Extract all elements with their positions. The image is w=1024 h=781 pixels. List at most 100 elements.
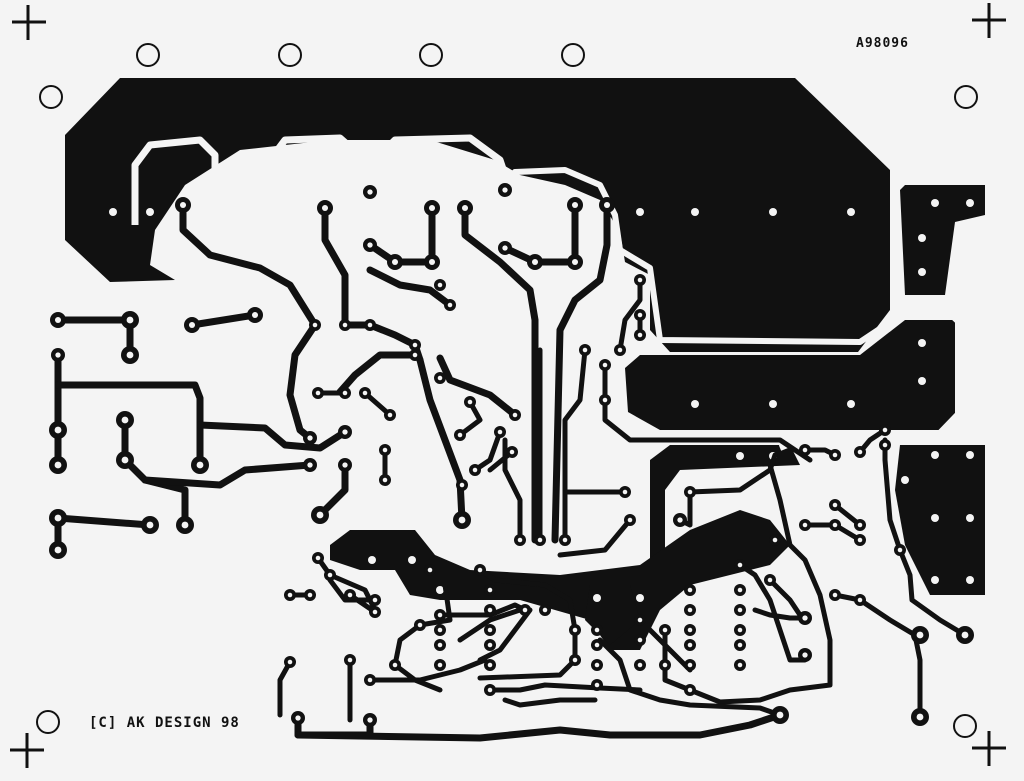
pad-drill-hole: [512, 412, 518, 418]
pad-drill-hole: [55, 352, 61, 358]
pad-drill-hole: [121, 416, 129, 424]
pad-drill-hole: [188, 321, 196, 329]
pad-drill-hole: [251, 311, 259, 319]
pad-drill-hole: [312, 322, 318, 328]
registration-mark-bottom-right: [972, 731, 1006, 766]
pad-drill-hole: [594, 682, 600, 688]
pad-drill-hole: [737, 587, 743, 593]
pad-drill-hole: [458, 516, 466, 524]
pad-drill-hole: [637, 277, 643, 283]
pad-drill-hole: [367, 322, 373, 328]
pad-drill-hole: [54, 426, 62, 434]
pad-drill-hole: [537, 537, 543, 543]
pad-drill-hole: [54, 514, 62, 522]
pad-drill-hole: [677, 517, 683, 523]
pad-drill-hole: [196, 461, 204, 469]
pad-drill-hole: [509, 449, 515, 455]
pad-drill-hole: [367, 677, 373, 683]
pad-drill-hole: [427, 567, 433, 573]
pad-drill-hole: [857, 537, 863, 543]
pad-drill-hole: [437, 375, 443, 381]
pad-drill-hole: [502, 245, 508, 251]
pad-drill-hole: [367, 189, 373, 195]
pad-drill-hole: [502, 187, 508, 193]
pad-drill-hole: [461, 204, 469, 212]
pad-drill-hole: [802, 615, 808, 621]
pad-drill-hole: [622, 489, 628, 495]
pad-drill-hole: [181, 521, 189, 529]
pad-drill-hole: [54, 461, 62, 469]
pad-drill-hole: [342, 462, 348, 468]
pad-drill-hole: [391, 258, 399, 266]
copper-planes: [65, 78, 985, 650]
pad-drill-hole: [327, 572, 333, 578]
pad-drill-hole: [857, 597, 863, 603]
pad-drill-hole: [179, 201, 187, 209]
pad-drill-hole: [428, 204, 436, 212]
pad-drill-hole: [737, 607, 743, 613]
pad-drill-hole: [382, 447, 388, 453]
pad-drill-hole: [627, 517, 633, 523]
pad-drill-hole: [342, 429, 348, 435]
pad-drill-hole: [347, 592, 353, 598]
pad-drill-hole: [54, 546, 62, 554]
pad-drill-hole: [832, 592, 838, 598]
pad-drill-hole: [522, 607, 528, 613]
pad-drill-hole: [367, 242, 373, 248]
main-copper-plane: [65, 78, 890, 352]
pad-drill-hole: [542, 607, 548, 613]
pad-drill-hole: [637, 332, 643, 338]
pad-drill-hole: [603, 201, 611, 209]
pad-drill-hole: [487, 662, 493, 668]
pad-drill-hole: [412, 342, 418, 348]
pad-drill-hole: [572, 627, 578, 633]
pad-drill-hole: [487, 607, 493, 613]
pad-drill-hole: [382, 477, 388, 483]
pad-drill-hole: [767, 577, 773, 583]
pad-drill-hole: [737, 662, 743, 668]
pad-drill-hole: [121, 456, 129, 464]
pad-drill-hole: [467, 399, 473, 405]
pad-drill-hole: [637, 312, 643, 318]
pad-drill-hole: [562, 537, 568, 543]
pad-drill-hole: [307, 435, 313, 441]
pad-drill-hole: [126, 316, 134, 324]
pad-drill-hole: [662, 662, 668, 668]
pad-drill-hole: [882, 427, 888, 433]
pad-drill-hole: [617, 347, 623, 353]
pad-drill-hole: [459, 482, 465, 488]
pad-drill-hole: [637, 662, 643, 668]
pad-drill-hole: [316, 511, 324, 519]
pad-drill-hole: [531, 258, 539, 266]
copyright-label: [C] AK DESIGN 98: [89, 715, 240, 731]
pad-drill-hole: [487, 627, 493, 633]
pad-drill-hole: [802, 447, 808, 453]
pad-drill-hole: [832, 522, 838, 528]
pad-drill-hole: [857, 522, 863, 528]
pad-drill-hole: [776, 711, 784, 719]
pad-drill-hole: [737, 562, 743, 568]
pad-drill-hole: [687, 642, 693, 648]
pad-drill-hole: [372, 609, 378, 615]
pad-drill-hole: [472, 467, 478, 473]
pad-drill-hole: [687, 607, 693, 613]
pad-drill-hole: [571, 201, 579, 209]
pad-drill-hole: [571, 258, 579, 266]
pad-drill-hole: [637, 637, 643, 643]
pad-drill-hole: [602, 397, 608, 403]
pad-drill-hole: [594, 642, 600, 648]
pad-drill-hole: [342, 390, 348, 396]
plane-clearance: [131, 134, 965, 451]
pad-drill-hole: [437, 662, 443, 668]
pad-drill-hole: [417, 622, 423, 628]
registration-mark-top-right: [972, 3, 1006, 38]
pad-drill-hole: [387, 412, 393, 418]
pad-drill-hole: [517, 537, 523, 543]
pad-drill-hole: [582, 347, 588, 353]
pad-drill-hole: [342, 322, 348, 328]
pad-drill-hole: [447, 302, 453, 308]
pad-drill-hole: [437, 612, 443, 618]
pad-drill-hole: [802, 522, 808, 528]
pad-drill-hole: [802, 652, 808, 658]
